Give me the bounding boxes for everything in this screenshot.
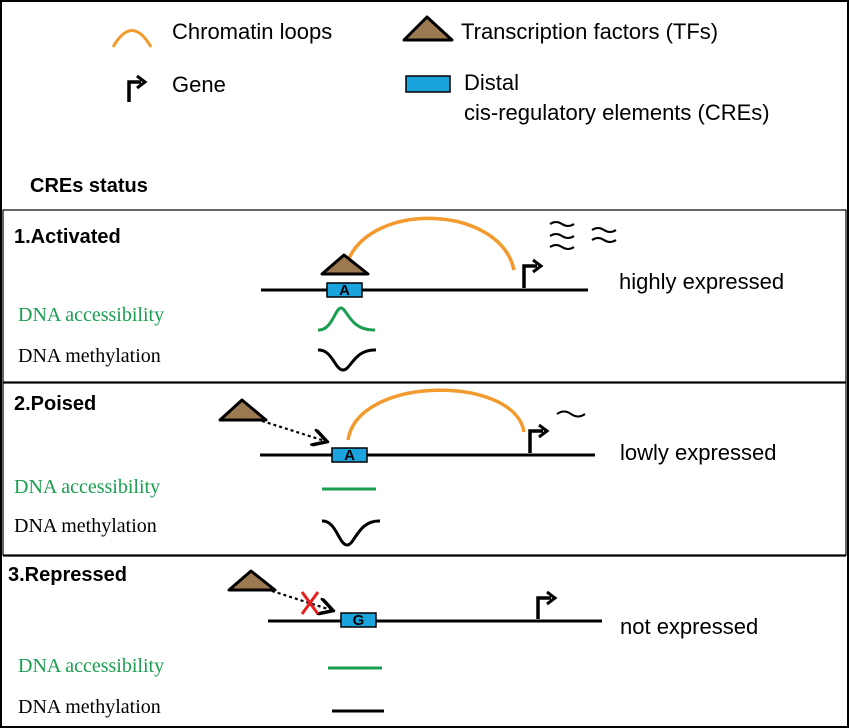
tf-triangle-icon	[227, 569, 277, 592]
panel-frame	[2, 382, 847, 556]
legend-cre-line1: Distal	[464, 70, 519, 95]
tf-triangle-icon	[218, 398, 268, 422]
legend-transcription-factors: Transcription factors (TFs)	[461, 19, 718, 44]
methylation-label: DNA methylation	[18, 696, 161, 718]
tf-binding-arrow	[271, 589, 331, 610]
cre-letter: A	[339, 282, 350, 299]
panel-title: 3.Repressed	[8, 564, 127, 586]
chromatin-loop-icon	[345, 216, 516, 271]
panel-repressed: 3.Repressed G not expressed DNA accessib…	[3, 555, 846, 718]
cre-letter: A	[344, 447, 355, 464]
chromatin-loop-icon	[111, 29, 153, 48]
accessibility-label: DNA accessibility	[18, 655, 164, 677]
expression-label: lowly expressed	[620, 440, 777, 465]
panel-activated: 1.Activated A highly expressed DNA acces…	[2, 209, 847, 383]
block-x-icon	[300, 591, 320, 615]
chromatin-loop-icon	[346, 388, 526, 441]
tf-triangle-icon	[320, 253, 370, 276]
legend-chromatin-loops: Chromatin loops	[172, 19, 332, 44]
panel-title: 1.Activated	[14, 226, 121, 248]
methylation-dip-icon	[317, 348, 377, 372]
accessibility-peak-icon	[317, 306, 376, 332]
panel-poised: 2.Poised A lowly expressed DNA accessibi…	[2, 382, 847, 556]
panel-frame	[2, 209, 847, 383]
legend-gene: Gene	[172, 72, 226, 97]
cre-box-icon	[405, 75, 451, 93]
legend: Chromatin loops Transcription factors (T…	[111, 15, 770, 125]
transcript-wave-icon	[549, 221, 617, 250]
accessibility-label: DNA accessibility	[14, 476, 160, 498]
cre-box-icon	[331, 447, 368, 463]
gene-arrow-icon	[127, 74, 148, 102]
gene-arrow-icon	[528, 423, 550, 453]
panel-title: 2.Poised	[14, 393, 96, 415]
legend-cre-line2: cis-regulatory elements (CREs)	[464, 100, 770, 125]
transcript-wave-icon	[556, 410, 586, 418]
gene-arrow-icon	[522, 258, 544, 288]
accessibility-label: DNA accessibility	[18, 304, 164, 326]
section-heading: CREs status	[30, 175, 148, 197]
expression-label: not expressed	[620, 614, 758, 639]
tf-binding-arrow	[261, 419, 325, 441]
cre-box-icon	[326, 282, 363, 298]
cre-box-icon	[340, 612, 377, 628]
methylation-label: DNA methylation	[14, 515, 157, 537]
gene-arrow-icon	[536, 590, 558, 619]
methylation-dip-icon	[321, 519, 381, 547]
tf-triangle-icon	[402, 15, 454, 42]
expression-label: highly expressed	[619, 269, 784, 294]
cre-letter: G	[353, 612, 365, 629]
methylation-label: DNA methylation	[18, 345, 161, 367]
